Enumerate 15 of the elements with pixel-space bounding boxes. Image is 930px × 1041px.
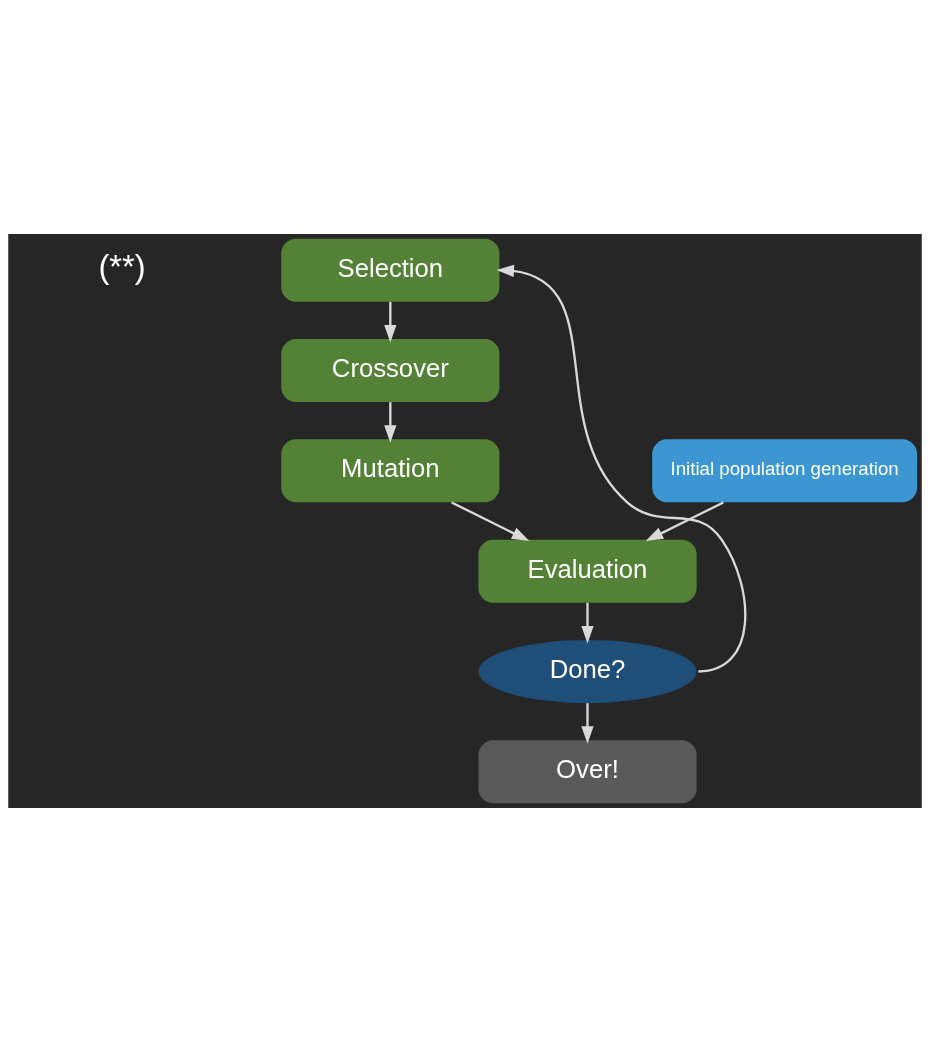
arrow	[496, 264, 747, 673]
arrow	[384, 401, 397, 443]
arrow	[645, 500, 724, 541]
node-box: Evaluation	[478, 539, 697, 603]
arrow	[581, 702, 594, 744]
node-box: Selection	[281, 238, 500, 302]
label: (**)	[98, 247, 146, 285]
arrow	[384, 301, 397, 342]
arrow	[451, 500, 530, 541]
node-box: Crossover	[281, 338, 500, 402]
node-box: Over!	[478, 739, 697, 803]
node-box: Mutation	[281, 438, 500, 502]
arrow	[581, 602, 594, 643]
node-ellipse: Done?	[478, 639, 697, 703]
node-box: Initial population generation	[652, 438, 918, 502]
